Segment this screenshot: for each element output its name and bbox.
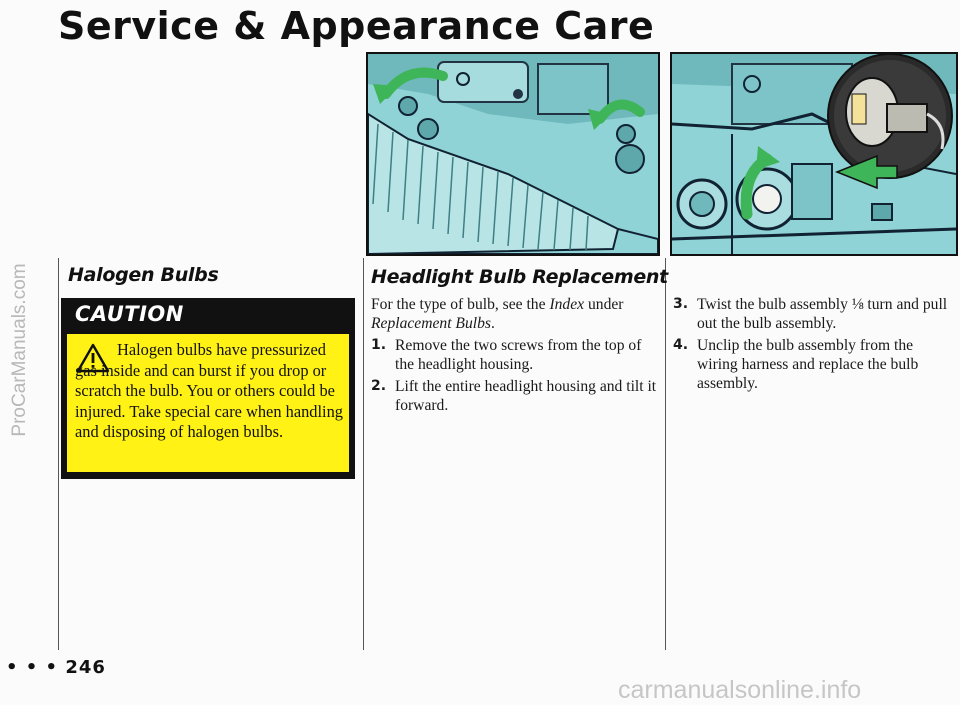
column-divider-right	[665, 258, 666, 650]
footer-watermark: carmanualsonline.info	[618, 676, 862, 704]
caution-text: Halogen bulbs have pressurized gas insid…	[75, 340, 343, 441]
replacement-heading: Headlight Bulb Replacement	[371, 266, 668, 288]
column-divider-left	[58, 258, 59, 650]
replacement-bulbs-reference: Replacement Bulbs	[371, 315, 491, 332]
index-reference: Index	[549, 296, 585, 313]
side-watermark: ProCarManuals.com	[9, 263, 30, 437]
halogen-heading: Halogen Bulbs	[68, 264, 219, 286]
step-1: 1. Remove the two screws from the top of…	[371, 337, 642, 373]
caution-panel: Halogen bulbs have pressurized gas insid…	[67, 334, 349, 472]
column-divider-mid	[363, 258, 364, 650]
caution-box: CAUTION Halogen bulbs have pressurized g…	[61, 298, 355, 479]
intro-paragraph: For the type of bulb, see the Index unde…	[371, 296, 624, 332]
page-title: Service & Appearance Care	[58, 4, 655, 48]
step-3: 3. Twist the bulb assembly ⅛ turn and pu…	[673, 296, 948, 332]
page-number: • • • 246	[6, 657, 106, 678]
warning-triangle-icon	[76, 343, 110, 373]
caution-label: CAUTION	[75, 302, 184, 326]
step-2: 2. Lift the entire headlight housing and…	[371, 378, 657, 414]
step-4: 4. Unclip the bulb assembly from the wir…	[673, 337, 919, 392]
bulb-assembly-photo	[670, 52, 958, 256]
headlight-housing-photo	[366, 52, 660, 256]
